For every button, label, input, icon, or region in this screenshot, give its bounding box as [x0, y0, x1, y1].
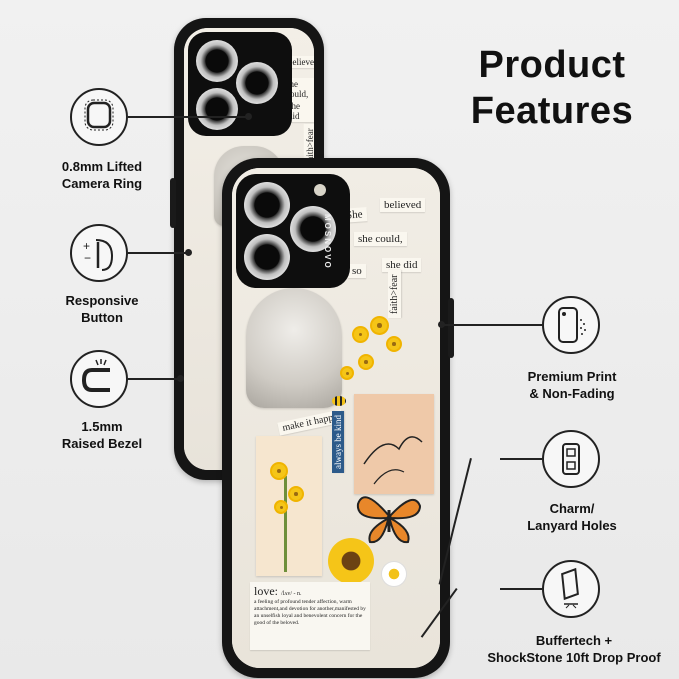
daisy-image	[382, 562, 406, 586]
page-title: Product Features	[452, 42, 652, 134]
print-word-faith-fear: faith>fear	[388, 270, 401, 318]
camera-lens-2	[290, 206, 336, 252]
raised-bezel-label: 1.5mm Raised Bezel	[61, 419, 143, 451]
responsive-button-connector	[128, 252, 188, 254]
butterfly-icon	[356, 496, 422, 544]
title-line-1: Product	[478, 44, 626, 86]
camera-ring-feature-icon	[70, 88, 128, 146]
print-phone-icon	[558, 307, 586, 343]
love-definition-text: a feeling of profound tender affection, …	[254, 599, 366, 626]
print-always-be-kind: always be kind	[332, 411, 344, 473]
side-button-icon: + −	[83, 239, 114, 271]
love-title: love:	[254, 584, 278, 598]
premium-print-feature-icon	[542, 296, 600, 354]
print-word-she-did: she did	[382, 258, 422, 272]
wildflower-photo	[256, 436, 322, 576]
svg-text:+: +	[83, 239, 90, 253]
print-word-she-could: she could,	[354, 232, 407, 246]
drop-proof-icon	[561, 567, 579, 609]
camera-ring-connector	[128, 116, 248, 118]
raised-bezel-connector	[128, 378, 180, 380]
raised-bezel-feature-icon	[70, 350, 128, 408]
raised-bezel-dot	[177, 375, 184, 382]
drop-proof-label: Buffertech + ShockStone 10ft Drop Proof	[487, 633, 661, 665]
love-pronunciation: /lʌv/ - n.	[281, 591, 302, 597]
hands-photo	[354, 394, 434, 494]
front-phone-case: She believed she could, so she did faith…	[222, 158, 454, 678]
title-line-2: Features	[470, 90, 634, 132]
premium-print-connector	[442, 324, 542, 326]
svg-text:−: −	[84, 251, 91, 265]
back-side-button	[170, 178, 176, 228]
cherub-image	[246, 288, 342, 408]
responsive-button-feature-icon: + −	[70, 224, 128, 282]
camera-lens-1	[244, 182, 290, 228]
lanyard-hole-icon	[562, 443, 580, 475]
bezel-icon	[81, 359, 110, 392]
lanyard-holes-feature-icon	[542, 430, 600, 488]
lanyard-holes-connector	[500, 458, 542, 460]
sunflower-image	[328, 538, 374, 584]
lanyard-holes-label: Charm/ Lanyard Holes	[527, 501, 617, 533]
premium-print-label: Premium Print & Non-Fading	[527, 369, 617, 401]
print-word-believed: believed	[380, 198, 426, 212]
print-word-so: so	[348, 264, 366, 278]
case-brand-text: MOSNOVO	[323, 214, 332, 270]
back-camera-module	[188, 32, 292, 136]
responsive-button-dot	[185, 249, 192, 256]
camera-ring-dot	[245, 113, 252, 120]
camera-ring-label: 0.8mm Lifted Camera Ring	[61, 159, 143, 191]
camera-flash	[314, 184, 326, 196]
drop-proof-feature-icon	[542, 560, 600, 618]
love-definition-card: love: /lʌv/ - n. a feeling of profound t…	[250, 582, 370, 650]
premium-print-dot	[438, 321, 445, 328]
front-camera-module: MOSNOVO	[236, 174, 350, 288]
responsive-button-label: Responsive Button	[65, 293, 139, 325]
camera-lens-3	[244, 234, 290, 280]
front-case-print: She believed she could, so she did faith…	[232, 168, 440, 668]
bee-icon	[332, 396, 346, 406]
front-side-button	[448, 298, 454, 358]
drop-proof-connector	[500, 588, 542, 590]
camera-ring-icon	[84, 99, 114, 131]
